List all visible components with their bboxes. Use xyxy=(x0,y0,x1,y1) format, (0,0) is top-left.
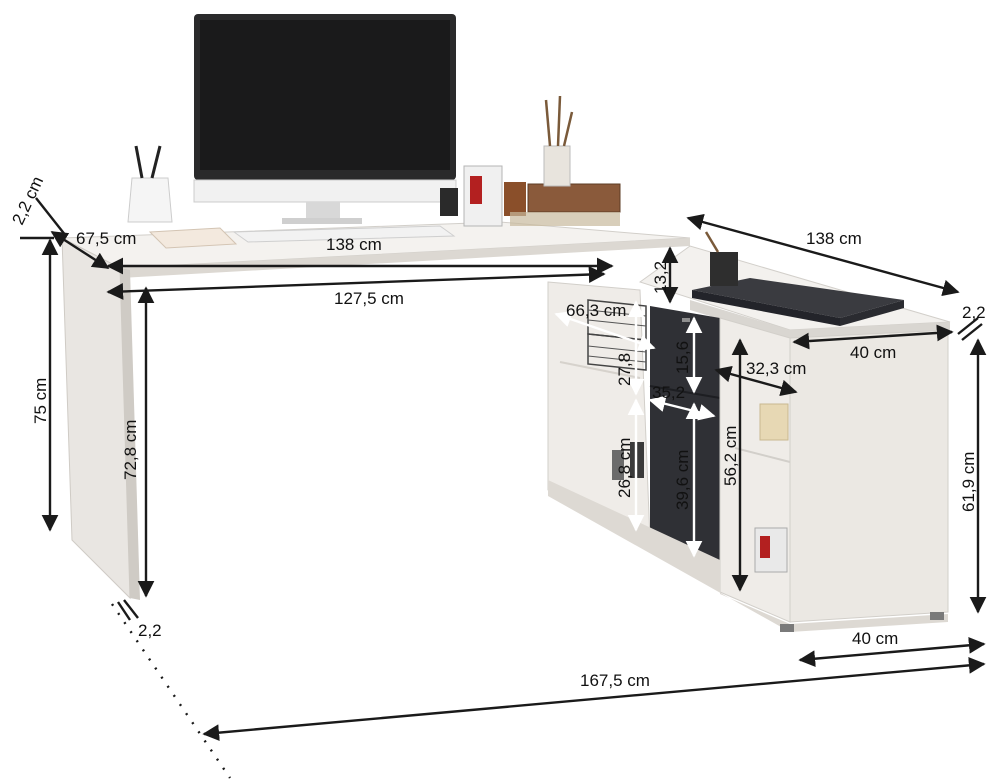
label-overall-length: 167,5 cm xyxy=(580,671,650,690)
label-apron-height: 13,2 xyxy=(651,261,670,294)
cabinet-foot xyxy=(780,624,794,632)
label-lower-height: 26,8 cm xyxy=(615,438,634,498)
paint-can-icon xyxy=(754,527,788,573)
dim-line-top-thickness-right-b xyxy=(961,323,983,341)
dimension-lines xyxy=(20,197,987,779)
label-side-depth-bottom: 40 cm xyxy=(852,629,898,648)
cabinet-base xyxy=(548,480,948,632)
label-top-thickness-right: 2,2 xyxy=(962,303,986,322)
floor-guide-dotted xyxy=(111,603,231,779)
label-height-total: 75 cm xyxy=(31,378,50,424)
label-side-depth-top: 40 cm xyxy=(850,343,896,362)
label-depth-left: 67,5 cm xyxy=(76,229,136,248)
label-compartment-height: 27,8 xyxy=(615,353,634,386)
label-leg-thickness: 2,2 xyxy=(138,621,162,640)
label-top-thickness-left: 2,2 cm xyxy=(8,173,47,227)
label-leg-height: 72,8 cm xyxy=(121,420,140,480)
label-compartment-width: 66,3 cm xyxy=(566,301,626,320)
monitor-icon xyxy=(193,14,457,224)
label-cabinet-height: 56,2 cm xyxy=(721,426,740,486)
dim-line-top-thickness-right-a xyxy=(957,317,979,335)
dim-line-leg-thickness-b xyxy=(123,599,139,619)
dim-line-shelf-depth xyxy=(714,365,798,397)
desk-illustration xyxy=(60,14,951,632)
storage-box xyxy=(759,403,789,441)
dim-line-side-length xyxy=(686,213,960,297)
drawer-handle xyxy=(682,318,690,322)
label-drawer-depth: 35,2 xyxy=(652,383,685,402)
label-drawer-height: 15,6 xyxy=(673,341,692,374)
dim-line-side-depth-top xyxy=(792,324,954,350)
label-inner-width: 127,5 cm xyxy=(334,289,404,308)
keyboard-icon xyxy=(232,225,456,243)
jar-icon xyxy=(612,450,624,480)
label-side-height: 61,9 cm xyxy=(959,452,978,512)
paint-box-icon xyxy=(510,95,621,226)
dim-line-drawer-depth xyxy=(648,395,716,421)
notebook-icon xyxy=(148,227,238,249)
dim-line-inner-width xyxy=(106,266,606,300)
paint-can-icon xyxy=(440,165,526,227)
dim-line-top-thickness-left xyxy=(35,197,67,237)
label-door-height: 39,6 cm xyxy=(673,450,692,510)
left-leg-front xyxy=(120,268,140,600)
label-width-top: 138 cm xyxy=(326,235,382,254)
label-shelf-depth: 32,3 cm xyxy=(746,359,806,378)
dimension-lines-white xyxy=(554,300,716,558)
dim-line-overall-length xyxy=(202,656,986,742)
label-side-length: 138 cm xyxy=(806,229,862,248)
shelf-line xyxy=(559,361,641,379)
dark-cabinet-front xyxy=(650,306,720,574)
cabinet-side-panel xyxy=(789,329,949,623)
dim-line-depth-left xyxy=(50,230,110,270)
cabinet-foot xyxy=(930,612,944,620)
dim-line-leg-thickness-a xyxy=(117,601,131,621)
pen-cup-icon xyxy=(127,145,173,223)
pen-cup-icon xyxy=(704,231,738,286)
